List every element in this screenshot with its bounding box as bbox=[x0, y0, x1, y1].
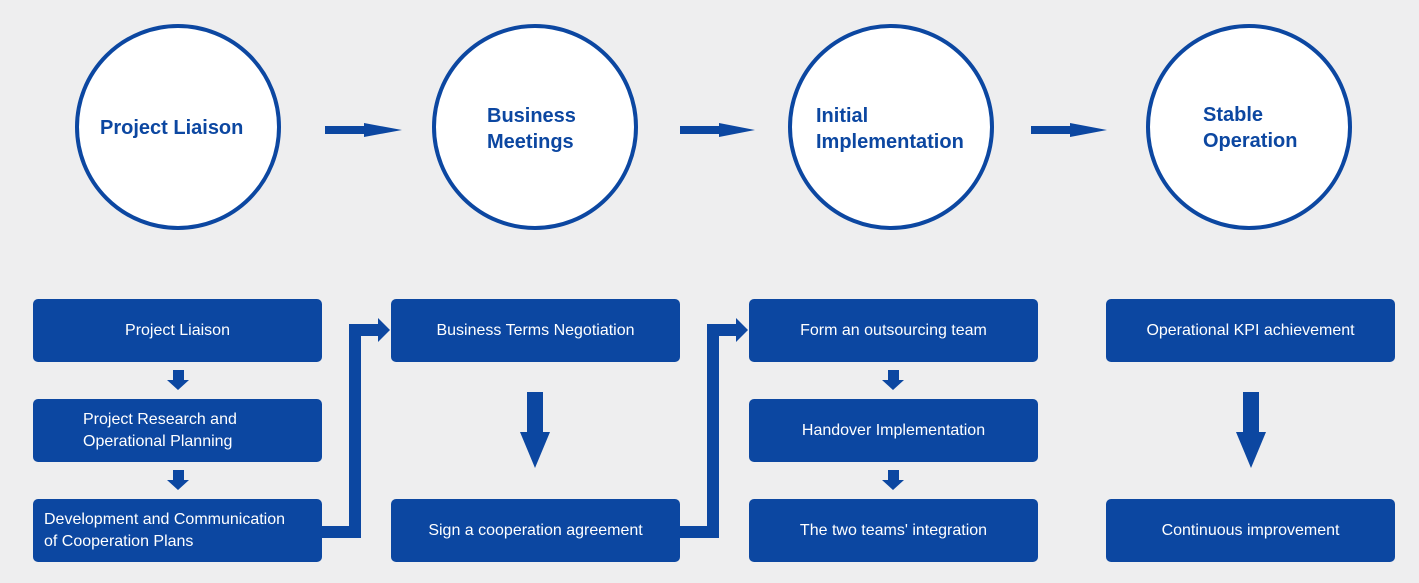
step-label: Development and Communication of Coopera… bbox=[44, 510, 286, 550]
arrow-down-icon bbox=[520, 392, 550, 468]
arrow-right-icon bbox=[1031, 123, 1107, 137]
step-label: Project Research and Operational Plannin… bbox=[83, 410, 237, 450]
arrow-down-icon bbox=[882, 470, 904, 490]
step-box: The two teams' integration bbox=[749, 499, 1038, 562]
arrow-down-icon bbox=[882, 370, 904, 390]
elbow-arrow-icon bbox=[679, 318, 748, 538]
step-box: Business Terms Negotiation bbox=[391, 299, 680, 362]
step-box: Handover Implementation bbox=[749, 399, 1038, 462]
step-box: Form an outsourcing team bbox=[749, 299, 1038, 362]
arrow-right-icon bbox=[325, 123, 402, 137]
arrow-down-icon bbox=[1236, 392, 1266, 468]
step-box: Development and Communication of Coopera… bbox=[33, 499, 322, 562]
stage-title-1: Project Liaison bbox=[100, 117, 244, 139]
step-box: Operational KPI achievement bbox=[1106, 299, 1395, 362]
arrow-right-icon bbox=[680, 123, 755, 137]
step-label: Handover Implementation bbox=[801, 421, 986, 439]
step-label: Continuous improvement bbox=[1161, 521, 1340, 539]
step-label: Form an outsourcing team bbox=[800, 321, 987, 339]
elbow-arrow-icon bbox=[322, 318, 390, 538]
step-label: Operational KPI achievement bbox=[1146, 321, 1355, 339]
step-label: Sign a cooperation agreement bbox=[428, 521, 643, 539]
step-box: Project Liaison bbox=[33, 299, 322, 362]
stage-title-4: Stable Operation bbox=[1203, 104, 1298, 152]
stage-circle-4 bbox=[1146, 24, 1352, 230]
step-label: Project Liaison bbox=[125, 321, 230, 339]
step-label: Business Terms Negotiation bbox=[436, 321, 635, 339]
step-box: Sign a cooperation agreement bbox=[391, 499, 680, 562]
arrow-down-icon bbox=[167, 370, 189, 390]
stage-title-2: Business Meetings bbox=[487, 105, 576, 153]
stage-circle-3 bbox=[788, 24, 994, 230]
step-label: The two teams' integration bbox=[799, 521, 988, 539]
stage-title-3: Initial Implementation bbox=[816, 105, 964, 153]
stage-circle-2 bbox=[432, 24, 638, 230]
arrow-down-icon bbox=[167, 470, 189, 490]
stage-circle-1 bbox=[75, 24, 281, 230]
step-box: Project Research and Operational Plannin… bbox=[33, 399, 322, 462]
step-box: Continuous improvement bbox=[1106, 499, 1395, 562]
